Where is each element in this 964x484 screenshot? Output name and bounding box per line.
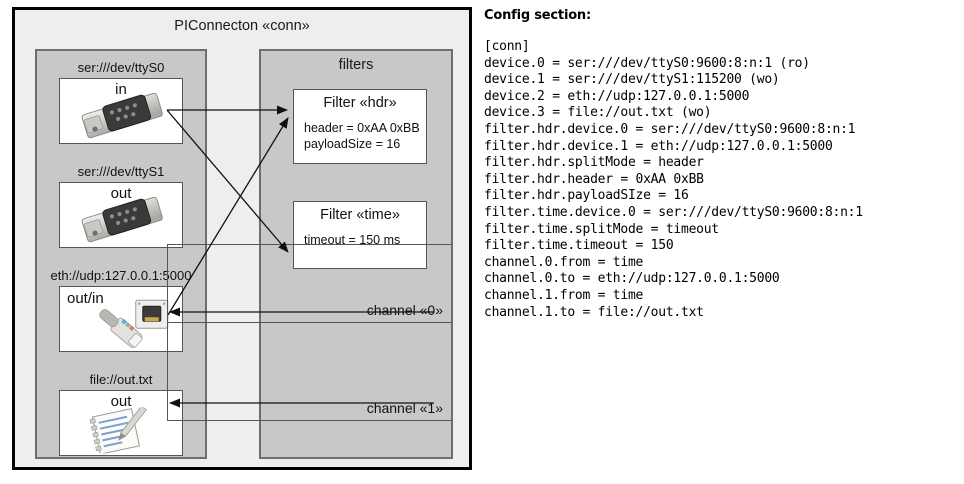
component-title: PIConnecton «conn» xyxy=(174,18,310,34)
device-caption: ser:///dev/ttyS0 xyxy=(77,60,165,75)
device-direction-label: out xyxy=(110,393,132,410)
device-box[interactable]: out xyxy=(59,390,183,456)
channel-label: channel «0» xyxy=(366,302,443,318)
ethernet-icon xyxy=(99,299,169,349)
device-caption: ser:///dev/ttyS1 xyxy=(77,164,165,179)
channel-0-box: channel «0» xyxy=(167,244,451,323)
device-caption: file://out.txt xyxy=(89,372,153,387)
filter-title: Filter «hdr» xyxy=(323,95,397,111)
device-group-ttyS1[interactable]: ser:///dev/ttyS1 out xyxy=(37,163,205,248)
config-heading: Config section: xyxy=(484,8,591,23)
filter-properties: timeout = 150 ms xyxy=(304,233,401,247)
filter-properties: header = 0xAA 0xBB payloadSize = 16 xyxy=(304,121,420,151)
config-body-text: [conn] device.0 = ser:///dev/ttyS0:9600:… xyxy=(484,39,863,320)
device-box[interactable]: out xyxy=(59,182,183,248)
filter-hdr-box[interactable]: Filter «hdr» header = 0xAA 0xBB payloadS… xyxy=(293,89,427,164)
channel-1-box: channel «1» xyxy=(167,323,451,421)
device-caption: eth://udp:127.0.0.1:5000 xyxy=(50,268,192,283)
device-direction-label: out xyxy=(110,185,132,202)
device-group-eth[interactable]: eth://udp:127.0.0.1:5000 out/in xyxy=(37,267,205,352)
filters-panel-title: filters xyxy=(338,57,374,73)
piconnecton-component-box: PIConnecton «conn» ser:///dev/ttyS0 in xyxy=(12,7,472,470)
device-direction-label: in xyxy=(115,81,127,98)
device-box[interactable]: in xyxy=(59,78,183,144)
serial-port-icon xyxy=(81,92,163,139)
filters-panel: filters Filter «hdr» header = 0xAA 0xBB … xyxy=(167,49,453,459)
device-direction-label: out/in xyxy=(67,290,104,307)
device-box[interactable]: out/in xyxy=(59,286,183,352)
channel-label: channel «1» xyxy=(366,400,443,416)
serial-port-icon xyxy=(81,196,163,243)
device-group-file[interactable]: file://out.txt out xyxy=(37,371,205,456)
device-group-ttyS0[interactable]: ser:///dev/ttyS0 in xyxy=(37,59,205,144)
config-section: Config section: [conn] device.0 = ser://… xyxy=(484,8,960,321)
filter-title: Filter «time» xyxy=(320,207,400,223)
text-file-icon xyxy=(89,407,147,454)
filter-time-box[interactable]: Filter «time» timeout = 150 ms xyxy=(293,201,427,269)
